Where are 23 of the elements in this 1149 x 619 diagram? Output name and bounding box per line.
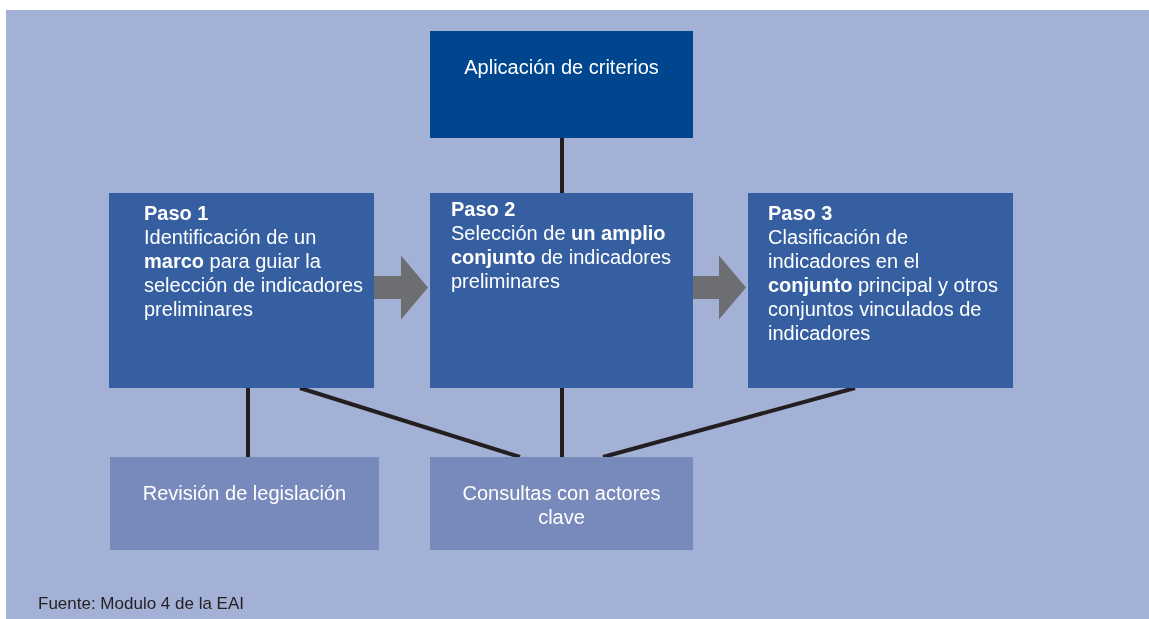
- process-box: [430, 31, 693, 138]
- step-heading: Paso 1: [144, 201, 210, 225]
- node-label: Clasificación de indicadores en el conjunto principal y otros conjuntos vinculados de indicadores: [768, 225, 1000, 345]
- connector-line: [299, 386, 521, 459]
- step-box: [748, 193, 1013, 388]
- node-label: Revisión de legislación: [141, 481, 348, 505]
- connector-line: [246, 388, 250, 457]
- step-box: [109, 193, 374, 388]
- connector-line: [560, 388, 564, 457]
- node-label: Consultas con actores clave: [461, 481, 662, 529]
- node-label: Selección de un amplio conjunto de indicadores preliminares: [451, 221, 673, 293]
- input-box: [110, 457, 379, 550]
- block-arrow: [693, 255, 746, 320]
- step-box: [430, 193, 693, 388]
- node-label: Identificación de un marco para guiar la selección de indicadores preliminares: [144, 225, 364, 321]
- input-box: [430, 457, 693, 550]
- step-heading: Paso 2: [451, 197, 517, 221]
- block-arrow: [374, 255, 428, 320]
- connector-line: [602, 386, 856, 459]
- connector-line: [560, 138, 564, 193]
- node-label: Aplicación de criterios: [463, 55, 660, 79]
- step-heading: Paso 3: [768, 201, 834, 225]
- source-caption: Fuente: Modulo 4 de la EAI: [38, 594, 245, 614]
